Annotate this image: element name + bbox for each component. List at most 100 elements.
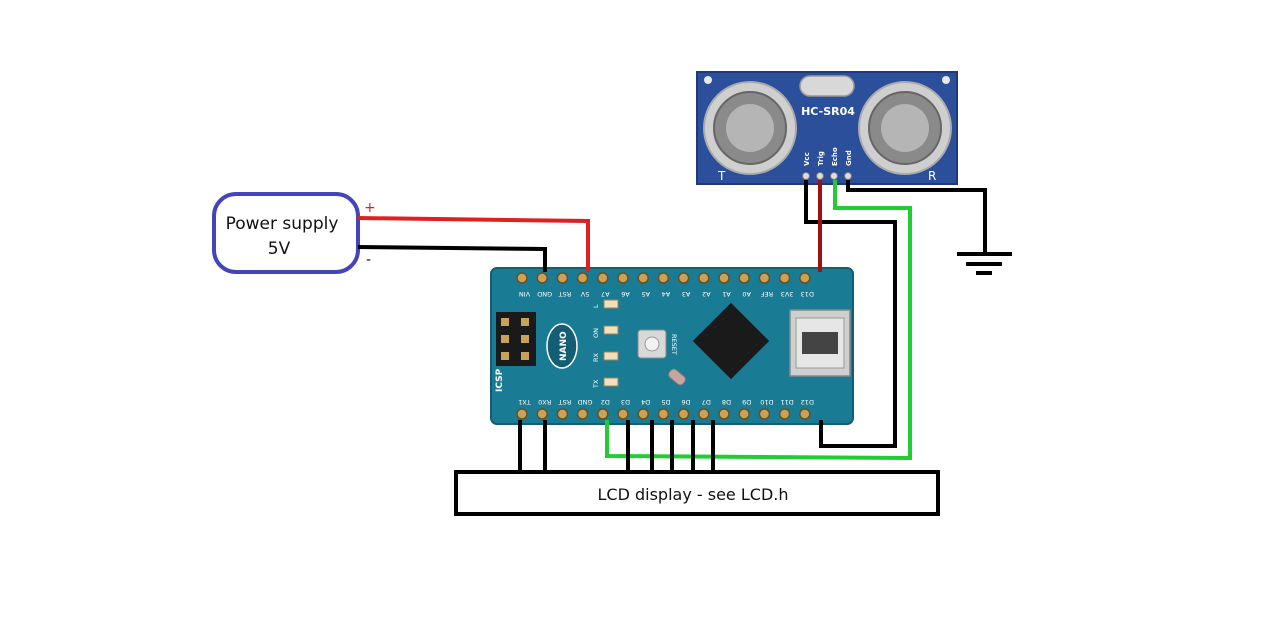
- lcd-label: LCD display - see LCD.h: [598, 485, 789, 504]
- arduino-pin-3v3: [778, 272, 791, 284]
- arduino-pin-gnd: [536, 272, 548, 284]
- arduino-pin-a3: [677, 272, 690, 284]
- microcontroller-chip: [692, 302, 770, 380]
- sensor-pin-trig: Trig: [817, 151, 825, 166]
- wire-sensor-echo: [605, 180, 912, 461]
- power-supply: Power supply 5V + -: [212, 192, 376, 274]
- sensor-name: HC-SR04: [801, 105, 855, 118]
- wire-sensor-vcc: [804, 180, 897, 448]
- arduino-pin-label: RST: [559, 398, 572, 406]
- arduino-pin-d7: [698, 408, 710, 420]
- sensor-pin: [844, 172, 852, 180]
- arduino-pin-rx0: [536, 408, 548, 420]
- arduino-pin-d9: [738, 408, 750, 420]
- arduino-pin-rst: [556, 408, 569, 420]
- arduino-pin-label: A5: [641, 290, 650, 298]
- arduino-pin-a5: [637, 272, 649, 284]
- icsp-label: ICSP: [495, 368, 505, 392]
- arduino-pin-label: D12: [801, 398, 814, 406]
- wire-power-negative: [357, 245, 547, 272]
- reset-label: RESET: [670, 334, 678, 355]
- arduino-pin-label: D11: [780, 398, 793, 406]
- arduino-pin-label: GND: [537, 290, 552, 298]
- sensor-pin-echo: Echo: [831, 147, 839, 166]
- arduino-pin-label: D7: [702, 398, 711, 406]
- arduino-pin-d8: [718, 408, 730, 420]
- plus-terminal-label: +: [364, 200, 376, 216]
- arduino-pin-label: RX0: [538, 398, 551, 406]
- power-supply-voltage: 5V: [268, 239, 291, 259]
- arduino-pin-label: REF: [760, 290, 773, 298]
- led-rx: [603, 351, 619, 361]
- arduino-pin-label: 3V3: [781, 290, 794, 298]
- sensor-pin: [802, 172, 810, 180]
- arduino-pin-label: 5V: [580, 290, 589, 298]
- arduino-pin-a2: [698, 272, 710, 284]
- arduino-pin-label: TX1: [518, 398, 532, 406]
- mounting-hole: [942, 76, 950, 84]
- arduino-pin-label: D9: [742, 398, 751, 406]
- arduino-pin-5v: [576, 272, 589, 284]
- sensor-pin: [830, 172, 838, 180]
- icsp-header: ICSP: [495, 312, 536, 392]
- arduino-pin-label: A0: [742, 290, 751, 298]
- led-tx: [603, 377, 619, 387]
- sensor-r-mark: R: [928, 169, 936, 183]
- arduino-pin-d2: [597, 408, 609, 420]
- arduino-pin-d3: [617, 408, 629, 420]
- arduino-pin-label: A7: [601, 290, 610, 298]
- arduino-pin-ref: [758, 272, 771, 284]
- arduino-pin-label: D6: [682, 398, 691, 406]
- arduino-pin-d5: [657, 408, 670, 420]
- arduino-pin-label: A4: [662, 290, 671, 298]
- arduino-pin-tx1: [516, 408, 528, 420]
- sensor-t-mark: T: [717, 169, 726, 183]
- arduino-pin-a0: [738, 272, 750, 284]
- arduino-pin-label: VIN: [519, 290, 530, 298]
- mounting-hole: [704, 76, 712, 84]
- arduino-pin-d11: [778, 408, 791, 420]
- resonator: [668, 368, 686, 386]
- arduino-pin-rst: [556, 272, 569, 284]
- led-l-label: L: [592, 304, 600, 308]
- arduino-pin-label: D10: [760, 398, 773, 406]
- arduino-pin-gnd: [576, 408, 589, 420]
- wire-sensor-gnd: [846, 180, 987, 254]
- arduino-pin-label: A3: [682, 290, 691, 298]
- crystal: [799, 75, 855, 97]
- arduino-pin-a1: [718, 272, 730, 284]
- wire-power-positive: [357, 216, 590, 272]
- arduino-pin-label: RST: [559, 290, 572, 298]
- arduino-pin-label: D4: [641, 398, 650, 406]
- arduino-pin-label: D13: [801, 290, 814, 298]
- arduino-pin-a7: [597, 272, 609, 284]
- arduino-pin-d4: [637, 408, 649, 420]
- led-on-label: ON: [592, 328, 600, 338]
- sensor-pin: [816, 172, 824, 180]
- arduino-pin-label: A1: [722, 290, 731, 298]
- wires: [357, 180, 987, 472]
- sensor-pin-vcc: Vcc: [803, 152, 811, 166]
- arduino-pin-d13: [799, 272, 811, 284]
- status-leds: L ON RX TX: [592, 299, 619, 389]
- minus-terminal-label: -: [366, 252, 371, 268]
- arduino-pin-a4: [657, 272, 670, 284]
- arduino-pin-label: A2: [702, 290, 711, 298]
- led-rx-label: RX: [592, 352, 600, 362]
- nano-label: NANO: [559, 331, 569, 361]
- power-supply-box: [212, 192, 360, 274]
- arduino-pin-label: D3: [621, 398, 630, 406]
- lcd-display: LCD display - see LCD.h: [454, 470, 940, 516]
- led-on: [603, 325, 619, 335]
- sensor-pin-gnd: Gnd: [845, 150, 853, 166]
- arduino-pin-label: D2: [601, 398, 610, 406]
- arduino-pin-d6: [677, 408, 690, 420]
- led-l: [603, 299, 619, 309]
- power-supply-label: Power supply: [226, 214, 339, 234]
- ground-icon: [957, 252, 1012, 275]
- arduino-pin-label: GND: [578, 398, 593, 406]
- nano-logo: [546, 323, 578, 369]
- arduino-pin-label: A6: [621, 290, 630, 298]
